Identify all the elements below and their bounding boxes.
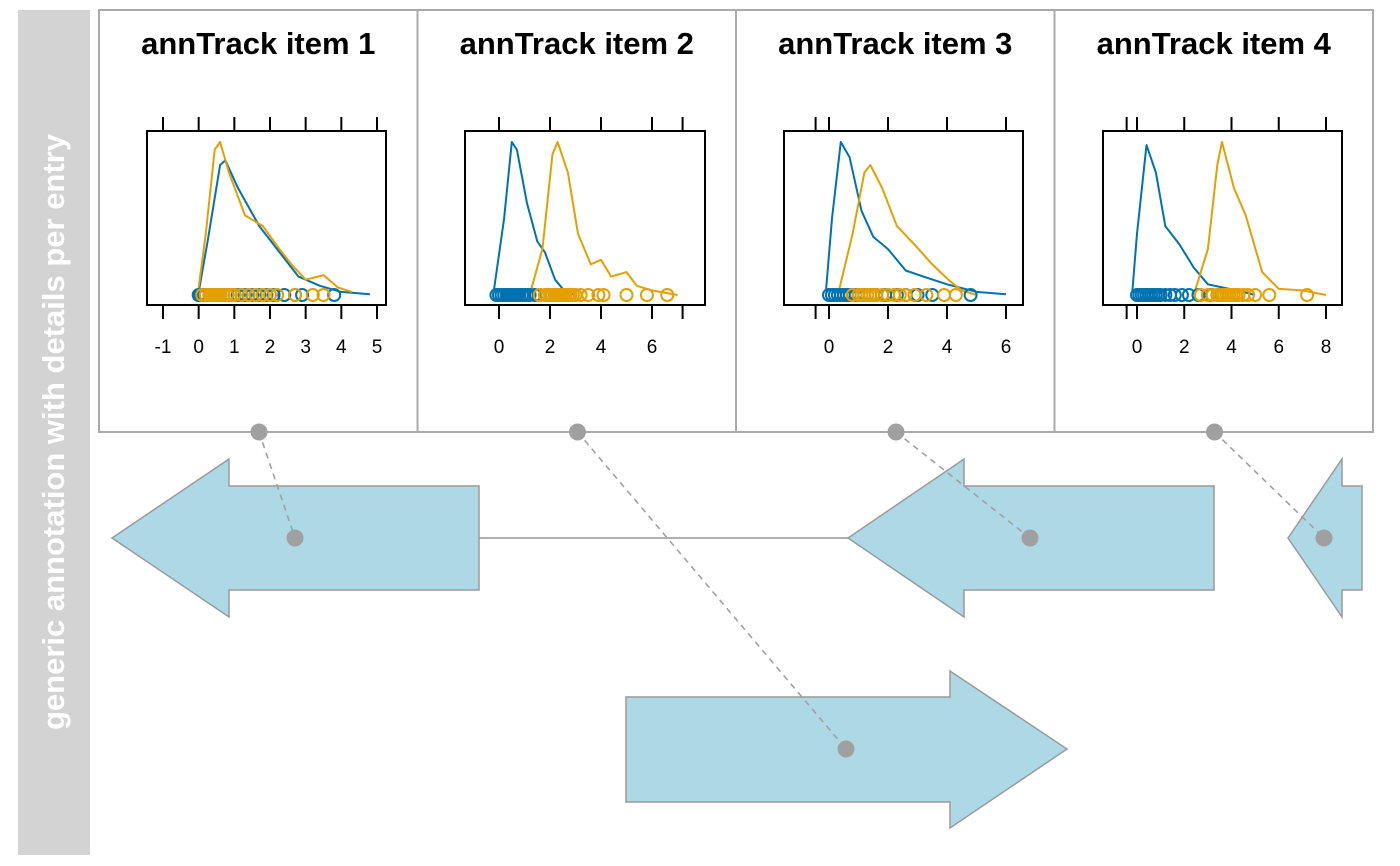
x-tick-label: 6 xyxy=(1273,337,1284,358)
x-tick-label: 4 xyxy=(336,337,347,358)
rug-point-series-2 xyxy=(892,288,907,302)
plot-frame xyxy=(1102,130,1343,306)
x-tick-label: 6 xyxy=(1001,337,1012,358)
rug-point-series-1 xyxy=(327,288,342,302)
rug-point-series-2 xyxy=(1241,288,1256,302)
x-tick-label: 2 xyxy=(545,337,556,358)
rug-point-series-2 xyxy=(591,288,606,302)
detail-panel-1: annTrack item 1 -1 0 1 2 3 4 5 xyxy=(98,9,419,433)
x-tick-label: -1 xyxy=(155,337,172,358)
rug-point-series-2 xyxy=(581,288,596,302)
x-tick-label: 4 xyxy=(596,337,607,358)
rug-point-series-1 xyxy=(1174,288,1189,302)
rug-point-series-1 xyxy=(522,288,537,302)
rug-point-series-2 xyxy=(1262,288,1277,302)
rug-point-series-2 xyxy=(234,288,249,302)
rug-point-series-1 xyxy=(277,288,292,302)
x-tick-label: 2 xyxy=(883,337,894,358)
connector-dot-panel-1 xyxy=(250,423,268,441)
x-tick-label: 8 xyxy=(1321,337,1332,358)
x-tick-label: 4 xyxy=(942,337,953,358)
connector-dot-feature-2 xyxy=(837,740,855,758)
connector-dot-feature-1 xyxy=(286,529,304,547)
panel-title: annTrack item 1 xyxy=(141,26,375,61)
x-tick-label: 2 xyxy=(265,337,276,358)
rug-point-series-2 xyxy=(898,288,913,302)
connector-layer xyxy=(250,423,1333,758)
plot-frame xyxy=(464,130,706,306)
rug-point-series-2 xyxy=(948,288,963,302)
rug-point-series-1 xyxy=(1167,288,1182,302)
rug-point-series-2 xyxy=(573,288,588,302)
density-curve-series-2 xyxy=(836,164,977,296)
rug-point-series-2 xyxy=(596,288,611,302)
rug-point-series-1 xyxy=(1158,288,1173,302)
rug-point-series-2 xyxy=(248,288,263,302)
rug-point-series-1 xyxy=(295,288,310,302)
rug-point-series-2 xyxy=(1300,288,1315,302)
x-tick-label: 0 xyxy=(824,337,835,358)
x-tick-label: 2 xyxy=(1179,337,1190,358)
density-curve-series-1 xyxy=(492,141,576,296)
rug-point-series-2 xyxy=(1248,288,1263,302)
rug-point-series-2 xyxy=(287,288,302,302)
rug-point-series-2 xyxy=(227,288,242,302)
rug-point-series-2 xyxy=(619,288,634,302)
connector-line-4 xyxy=(1213,431,1325,539)
plot-frame xyxy=(783,130,1024,306)
rug-point-series-2 xyxy=(316,288,331,302)
rug-point-series-2 xyxy=(660,288,675,302)
density-curve-series-2 xyxy=(528,141,678,296)
density-curve-series-1 xyxy=(197,159,370,296)
x-tick-label: 1 xyxy=(229,337,240,358)
connector-dot-panel-2 xyxy=(569,423,586,441)
connector-dot-panel-4 xyxy=(1206,423,1223,441)
panel-title: annTrack item 2 xyxy=(460,26,694,61)
x-tick-label: 0 xyxy=(193,337,204,358)
x-tick-label: 3 xyxy=(300,337,311,358)
connector-line-1 xyxy=(258,431,296,539)
rug-point-series-2 xyxy=(270,288,285,302)
density-curve-series-2 xyxy=(1192,141,1327,296)
rug-point-series-2 xyxy=(919,288,934,302)
rug-point-series-2 xyxy=(1231,288,1246,302)
rug-point-series-2 xyxy=(639,288,654,302)
plot-frame xyxy=(146,130,387,306)
detail-panels-layer: annTrack item 1 -1 0 1 2 3 4 5 annTrack item 2 0 2… xyxy=(98,9,1374,433)
x-tick-label: 6 xyxy=(647,337,658,358)
rug-point-series-2 xyxy=(263,288,277,302)
rug-point-series-2 xyxy=(255,288,270,302)
rug-point-series-1 xyxy=(1153,288,1168,302)
connector-line-2 xyxy=(576,431,847,750)
rug-point-series-2 xyxy=(305,288,320,302)
x-tick-label: 0 xyxy=(1132,337,1143,358)
connector-dot-panel-3 xyxy=(887,423,905,441)
rug-point-series-2 xyxy=(241,288,256,302)
x-tick-label: 0 xyxy=(494,337,505,358)
feature-layer xyxy=(110,456,1363,830)
density-curve-series-1 xyxy=(825,141,1007,296)
density-curve-series-2 xyxy=(197,141,353,293)
rug-point-series-1 xyxy=(963,288,978,302)
x-tick-label: 4 xyxy=(1226,337,1237,358)
detail-panel-3: annTrack item 3 0 2 4 6 xyxy=(735,9,1056,433)
detail-panel-4: annTrack item 4 0 2 4 6 8 xyxy=(1053,9,1374,433)
x-tick-label: 5 xyxy=(372,337,383,358)
panel-title: annTrack item 3 xyxy=(778,26,1012,61)
panel-title: annTrack item 4 xyxy=(1097,26,1332,61)
connector-dot-feature-4 xyxy=(1315,529,1333,547)
track-title-band xyxy=(18,10,90,855)
detail-panel-2: annTrack item 2 0 2 4 6 xyxy=(416,9,737,433)
connector-dot-feature-3 xyxy=(1021,529,1039,547)
